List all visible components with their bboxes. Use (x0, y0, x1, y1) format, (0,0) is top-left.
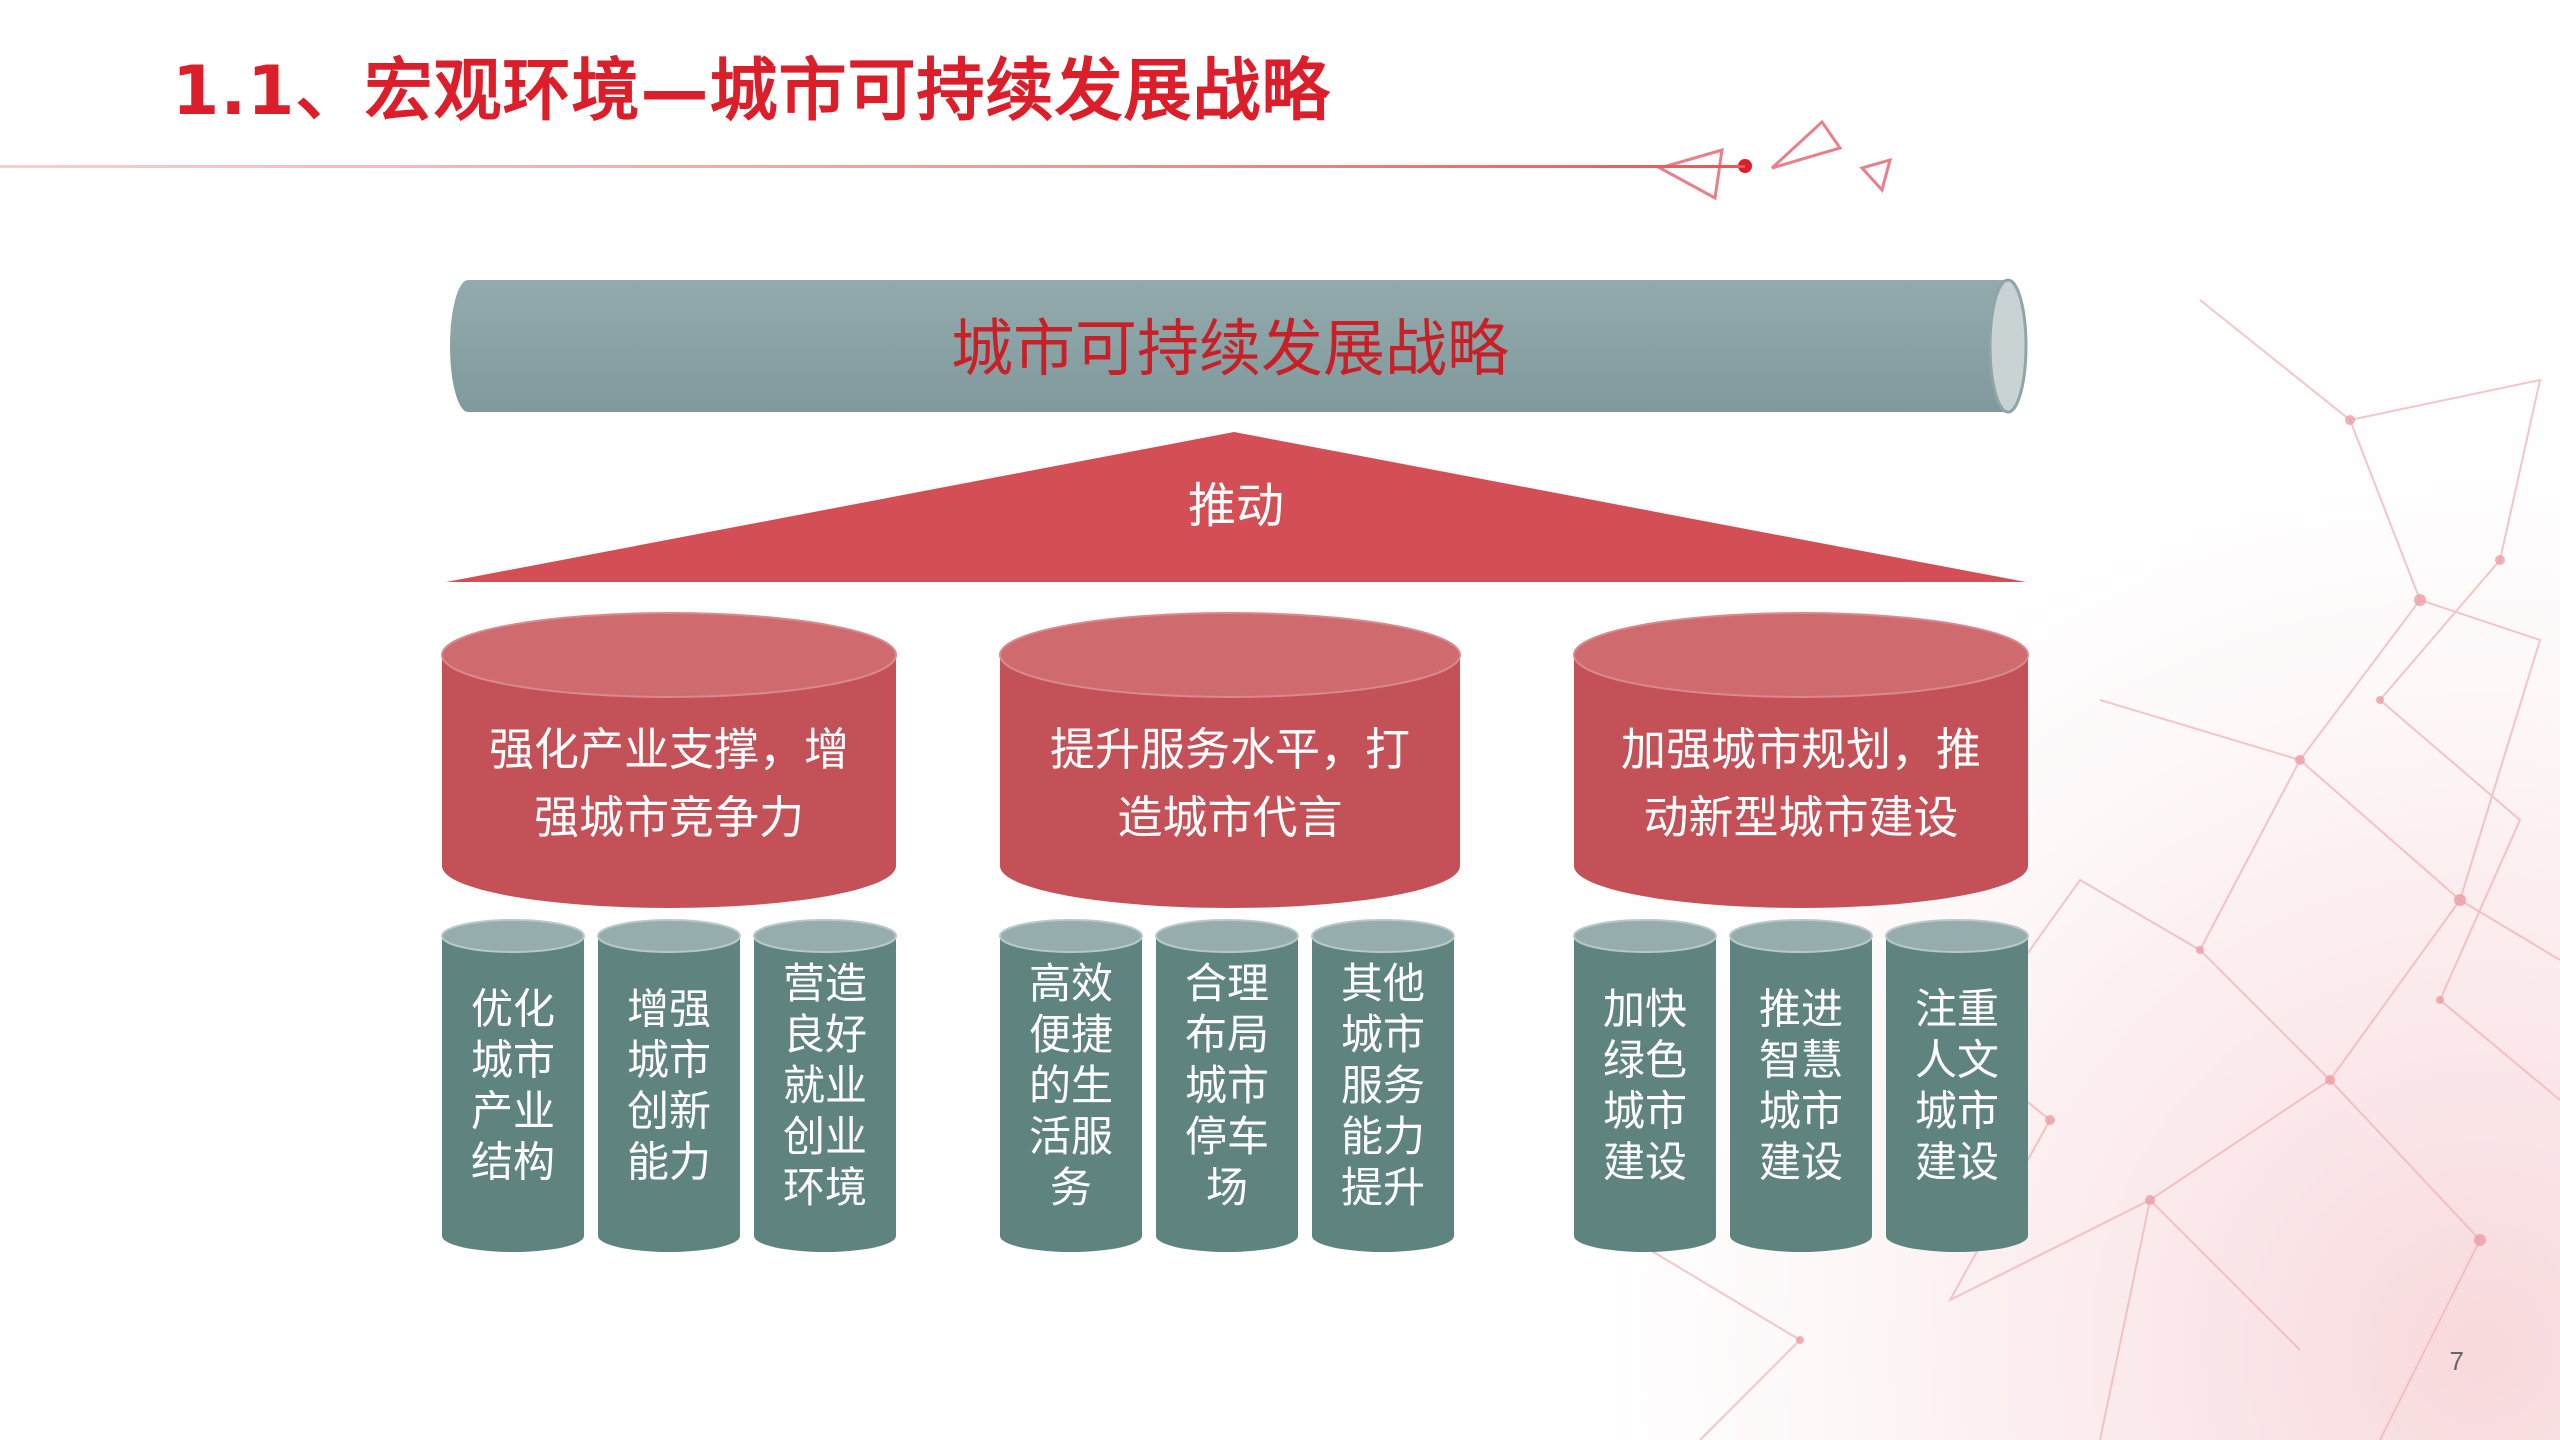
page-number: 7 (2449, 1346, 2464, 1376)
initiative-text-line: 就业 (783, 1061, 867, 1110)
initiative-text-line: 建设 (1915, 1138, 1999, 1187)
initiative-text-line: 其他 (1341, 959, 1425, 1008)
initiative-text-line: 城市 (1915, 1087, 1999, 1136)
title-underline (0, 165, 1745, 168)
initiative-text-line: 提升 (1341, 1163, 1425, 1212)
initiative-text-line: 城市 (1603, 1087, 1687, 1136)
initiative-text-line: 建设 (1759, 1138, 1843, 1187)
pillar-heading-line: 强城市竞争力 (534, 791, 804, 844)
pillar-heading-line: 加强城市规划，推 (1621, 723, 1981, 776)
initiative-text-line: 便捷 (1029, 1010, 1113, 1059)
initiative-text-line: 良好 (783, 1010, 867, 1059)
strategy-banner: 城市可持续发展战略 (450, 278, 2028, 414)
initiative-text-line: 能力 (627, 1138, 711, 1187)
initiative-text-line: 创业 (783, 1112, 867, 1161)
initiative-text-line: 城市 (1185, 1061, 1269, 1110)
initiative-text-line: 城市 (471, 1036, 555, 1085)
initiative-text-line: 务 (1050, 1163, 1092, 1212)
pillar-heading-line: 提升服务水平，打 (1050, 723, 1410, 776)
initiative-text-line: 场 (1206, 1163, 1248, 1212)
initiative-text-line: 的生 (1029, 1061, 1113, 1110)
slide-title: 1.1、宏观环境—城市可持续发展战略 (172, 52, 1331, 131)
pillar-heading-line: 强化产业支撑，增 (489, 723, 849, 776)
initiative-text-line: 能力 (1341, 1112, 1425, 1161)
pillar-heading-line: 造城市代言 (1117, 791, 1342, 844)
initiative-text-line: 建设 (1603, 1138, 1687, 1187)
initiative-text-line: 产业 (471, 1087, 555, 1136)
initiative-text-line: 注重 (1915, 985, 1999, 1034)
initiative-text-line: 高效 (1029, 959, 1113, 1008)
initiative-text-line: 结构 (471, 1138, 555, 1187)
initiative-text-line: 服务 (1341, 1061, 1425, 1110)
initiative-text-line: 布局 (1185, 1010, 1269, 1059)
drive-label: 推动 (1188, 478, 1284, 534)
initiative-text-line: 城市 (1759, 1087, 1843, 1136)
drive-triangle: 推动 (446, 432, 2026, 582)
initiative-text-line: 增强 (627, 985, 711, 1034)
initiative-text-line: 营造 (783, 959, 867, 1008)
initiative-text-line: 活服 (1029, 1112, 1113, 1161)
initiative-text-line: 城市 (1341, 1010, 1425, 1059)
initiative-text-line: 推进 (1759, 985, 1843, 1034)
pillar-group: 提升服务水平，打造城市代言高效便捷的生活服务合理布局城市停车场其他城市服务能力提… (999, 612, 1461, 1252)
initiative-text-line: 优化 (471, 985, 555, 1034)
initiative-text-line: 加快 (1603, 985, 1687, 1034)
decorative-triangles (1656, 119, 1893, 201)
pillar-heading-line: 动新型城市建设 (1643, 791, 1958, 844)
initiative-text-line: 合理 (1185, 959, 1269, 1008)
initiative-text-line: 创新 (627, 1087, 711, 1136)
title-line-dot (1738, 159, 1752, 173)
banner-label: 城市可持续发展战略 (951, 312, 1509, 385)
initiative-text-line: 人文 (1915, 1036, 1999, 1085)
initiative-text-line: 城市 (627, 1036, 711, 1085)
initiative-text-line: 绿色 (1603, 1036, 1687, 1085)
initiative-text-line: 环境 (783, 1163, 867, 1212)
initiative-text-line: 智慧 (1759, 1036, 1843, 1085)
initiative-text-line: 停车 (1185, 1112, 1269, 1161)
